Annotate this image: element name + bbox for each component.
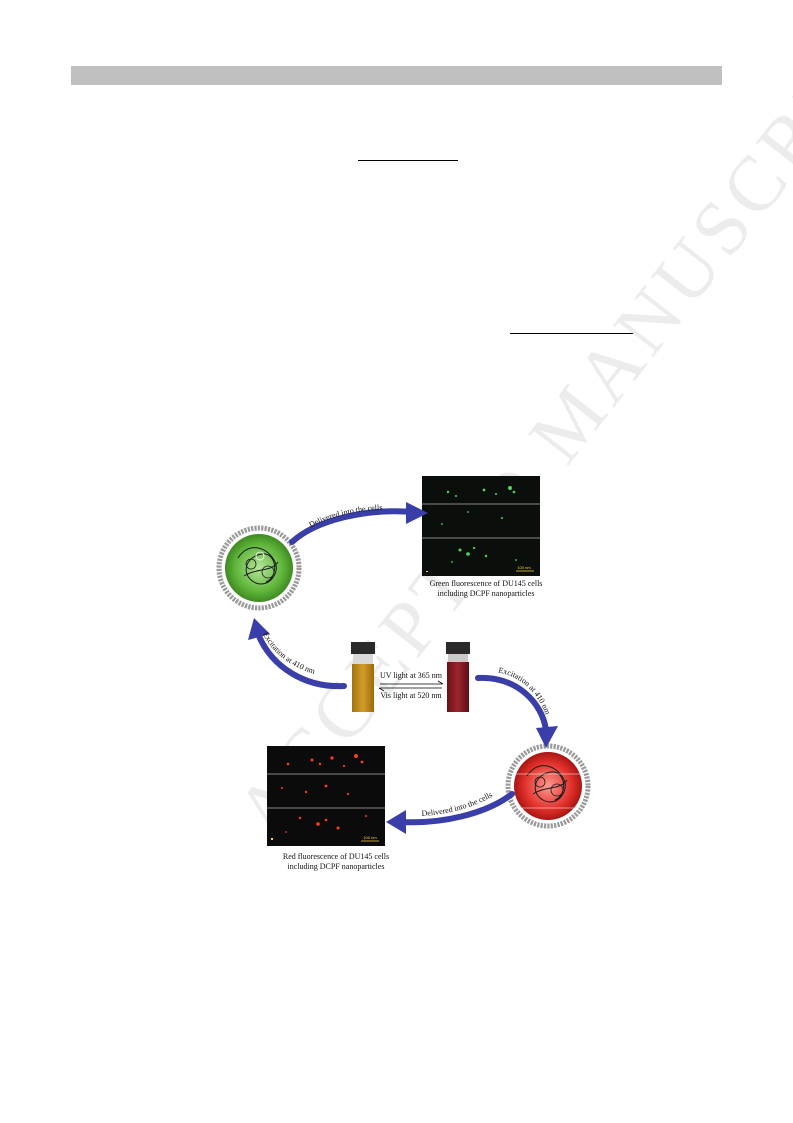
green-caption-line1: Green fluorescence of DU145 cells <box>429 579 543 588</box>
green-cells <box>441 486 517 563</box>
green-caption: Green fluorescence of DU145 cells includ… <box>396 579 576 599</box>
green-nanoparticle <box>216 525 302 611</box>
graphical-abstract-figure: 100 nm 100 nm <box>216 472 592 874</box>
red-caption-line2: including DCPF nanoparticles <box>287 862 385 871</box>
red-caption: Red fluorescence of DU145 cells includin… <box>246 852 426 872</box>
green-scale-bar: 100 nm <box>517 565 531 570</box>
arrow-top-label: Delivered into the cells <box>307 503 382 530</box>
figure-illustration: 100 nm 100 nm <box>216 476 591 846</box>
green-caption-line2: including DCPF nanoparticles <box>437 589 535 598</box>
red-cells <box>281 754 367 833</box>
uv-light-label: UV light at 365 nm <box>380 671 443 680</box>
title-underline <box>358 160 458 161</box>
green-micrograph <box>422 476 540 576</box>
red-scale-bar: 100 nm <box>363 835 377 840</box>
header-bar <box>71 66 722 85</box>
red-vial <box>446 642 470 712</box>
red-caption-line1: Red fluorescence of DU145 cells <box>282 852 390 861</box>
vis-light-label: Vis light at 520 nm <box>380 691 442 700</box>
arrow-bottom-label: Delivered into the cells <box>421 790 494 818</box>
yellow-vial <box>351 642 375 712</box>
text-underline <box>510 333 634 334</box>
red-micrograph <box>267 746 385 846</box>
red-nanoparticle <box>505 743 591 829</box>
